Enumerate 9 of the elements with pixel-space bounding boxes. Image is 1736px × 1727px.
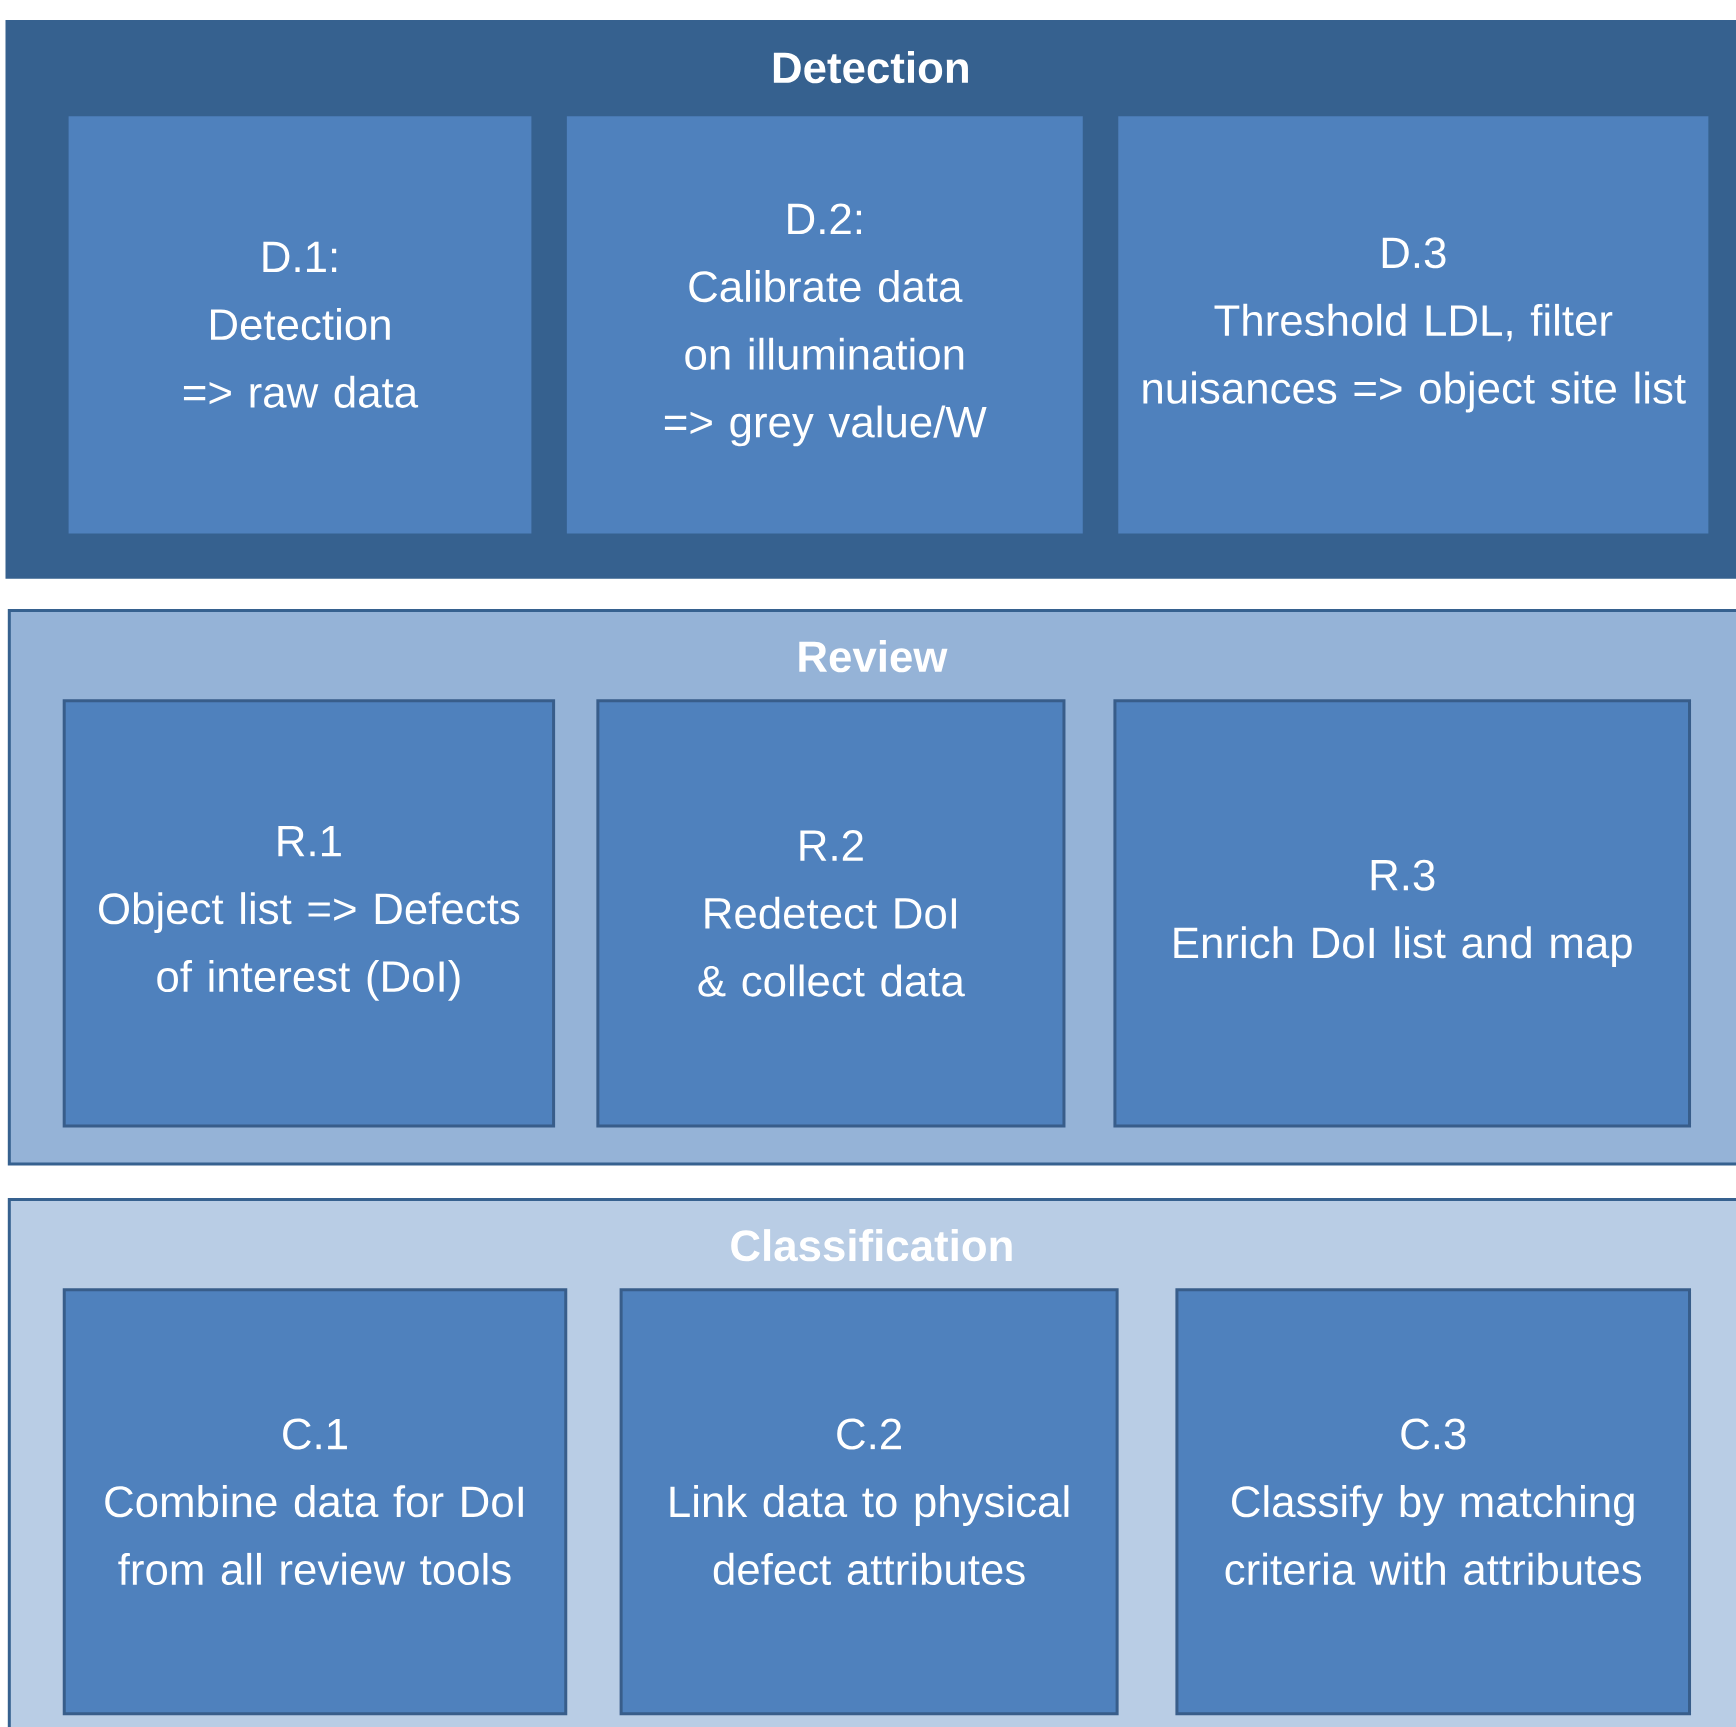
process-box: C.3 Classify by matching criteria with attributes — [1175, 1288, 1691, 1716]
process-box: C.2 Link data to physical defect attributes — [619, 1288, 1119, 1716]
process-box: D.3 Threshold LDL, filter nuisances => object site list — [1118, 116, 1709, 534]
process-box: C.1 Combine data for DoI from all review tools — [62, 1288, 568, 1716]
process-box: R.1 Object list => Defects of interest (DoI) — [62, 699, 556, 1128]
process-box: D.1: Detection => raw data — [68, 116, 532, 534]
process-box: D.2: Calibrate data on illumination => grey value/W — [566, 116, 1083, 534]
process-box: R.3 Enrich DoI list and map — [1113, 699, 1691, 1128]
process-box: R.2 Redetect DoI & collect data — [596, 699, 1066, 1128]
